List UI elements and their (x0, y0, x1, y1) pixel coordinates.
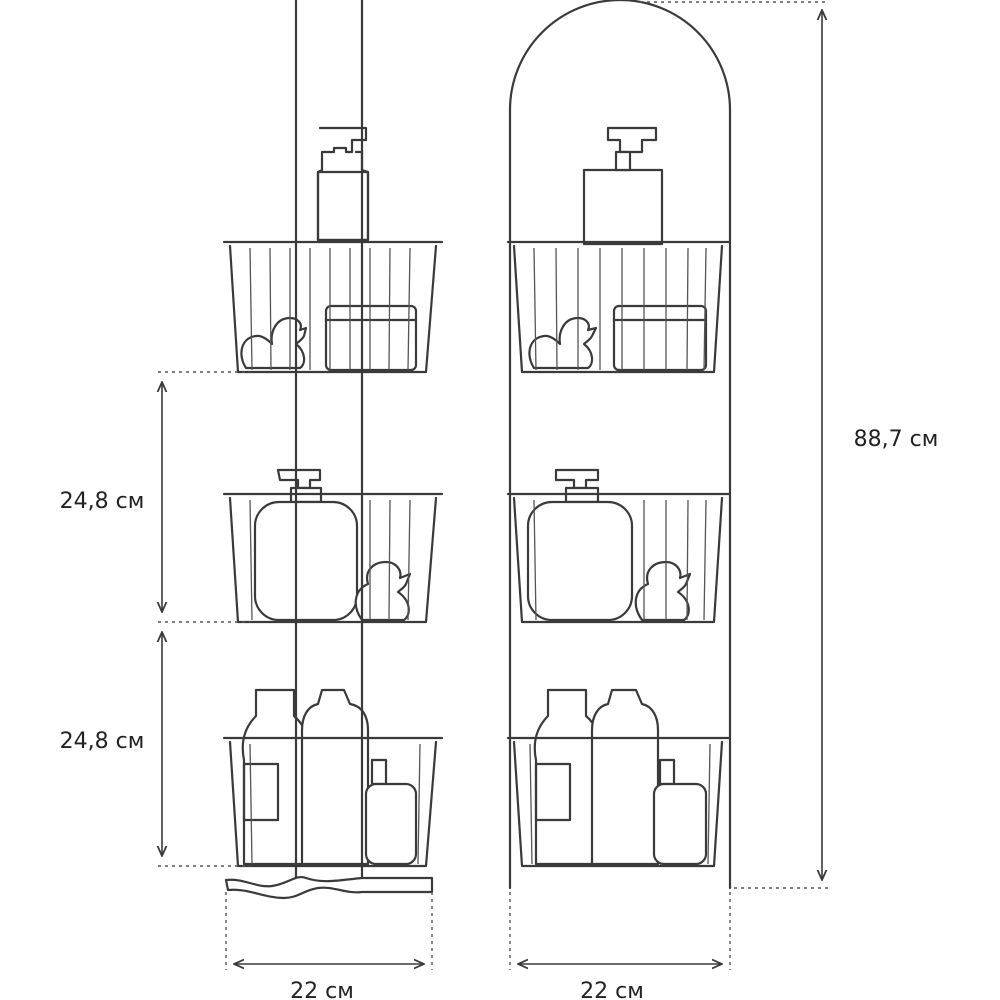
side-baskets (222, 240, 444, 868)
label-spacing-upper: 24,8 см (60, 489, 145, 514)
dimensions: 24,8 см 24,8 см 88,7 см 22 см 22 см (60, 1, 939, 1000)
front-basket-top (512, 244, 724, 374)
detergent-label (242, 762, 280, 822)
front-detergent-label (534, 762, 572, 822)
canister (300, 688, 370, 866)
side-basket-top (228, 244, 438, 374)
soap-dispenser-pump (276, 468, 322, 490)
side-basket-middle-wires (249, 499, 411, 621)
side-bottom-items (241, 688, 418, 866)
side-middle-items (253, 468, 412, 622)
front-baskets (506, 240, 732, 868)
label-side-width: 22 см (290, 979, 354, 1000)
front-middle-items (526, 468, 692, 622)
duck-middle (354, 560, 412, 622)
front-arch-frame (508, 0, 732, 890)
front-soap-body (526, 500, 634, 622)
spray-bottle (364, 782, 418, 866)
front-bottom-items (533, 688, 708, 866)
front-view (506, 0, 732, 890)
label-spacing-lower: 24,8 см (60, 729, 145, 754)
side-basket-bottom (228, 740, 438, 868)
side-basket-middle (228, 496, 438, 624)
detergent-bottle (241, 688, 309, 866)
side-wavy-base (224, 876, 434, 900)
front-duck-top (528, 316, 598, 370)
front-top-items (528, 126, 708, 372)
front-basket-top-wires (533, 247, 707, 371)
spray-cap (370, 758, 388, 786)
side-basket-bottom-wires (249, 743, 421, 865)
front-pump-bottle (582, 168, 664, 246)
front-soap-pump (554, 468, 600, 490)
front-jar (612, 304, 708, 372)
front-detergent-bottle (533, 688, 601, 866)
side-view (222, 0, 444, 900)
front-basket-middle (512, 496, 724, 624)
front-basket-middle-wires (533, 499, 707, 621)
label-front-width: 22 см (580, 979, 644, 1000)
front-basket-bottom (512, 740, 724, 868)
front-duck-middle (634, 560, 692, 622)
front-spray-cap (658, 758, 676, 786)
pump-bottle-top (316, 126, 370, 242)
front-basket-bottom-wires (529, 743, 711, 865)
jar (324, 304, 418, 372)
soap-dispenser-body (253, 500, 359, 622)
front-spray-bottle (652, 782, 708, 866)
label-height: 88,7 см (854, 427, 939, 452)
front-pump-top (606, 126, 658, 154)
side-basket-top-wires (249, 247, 411, 371)
front-canister (590, 688, 660, 866)
pump-bottle-body (316, 170, 370, 242)
front-pump-neck (614, 150, 632, 172)
